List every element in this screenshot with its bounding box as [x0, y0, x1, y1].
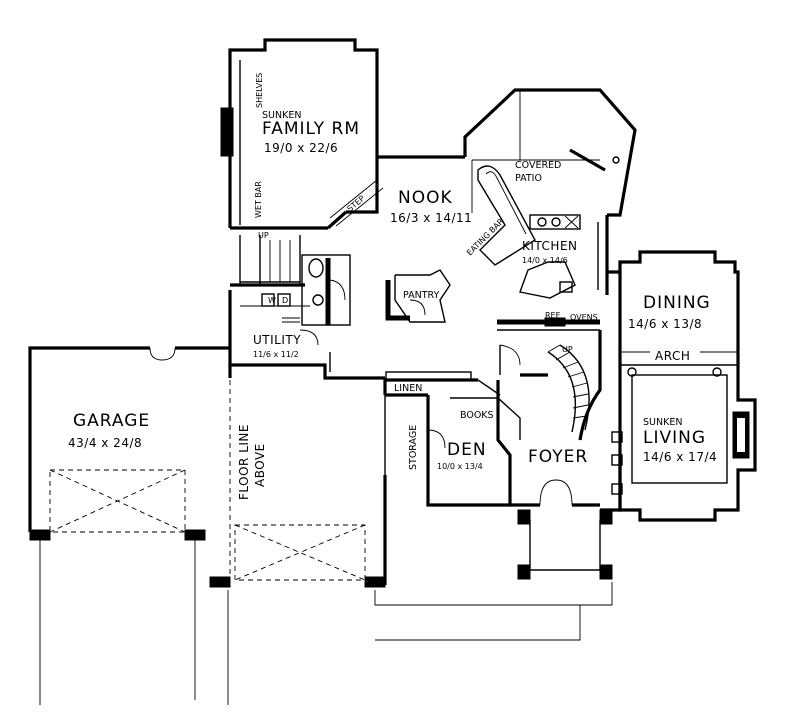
ovens-label: OVENS: [570, 313, 598, 322]
kitchen-title: KITCHEN: [522, 239, 578, 253]
storage-label: STORAGE: [408, 425, 419, 470]
toilet-icon: [308, 258, 324, 278]
eating-bar: [477, 165, 536, 266]
arch-label: ARCH: [655, 349, 690, 363]
left-stair-walls: [230, 226, 351, 326]
sink-icon: [529, 214, 581, 230]
living-title-2: LIVING: [643, 428, 706, 448]
living-walls: [611, 365, 757, 522]
nook-walls: [326, 210, 451, 323]
garage-walls: [28, 346, 387, 705]
floor-line-label-1: FLOOR LINE: [237, 424, 251, 500]
den-dims: 10/0 x 13/4: [437, 462, 483, 471]
books-label: BOOKS: [460, 410, 494, 421]
washer-label: W: [268, 296, 276, 305]
family-room-label: SUNKEN FAMILY RM 19/0 x 22/6: [262, 110, 360, 155]
dining-title: DINING: [643, 293, 711, 313]
foyer-walls: [374, 330, 623, 641]
linen-label: LINEN: [394, 383, 422, 394]
dryer-label: D: [282, 296, 288, 305]
pantry-label: PANTRY: [403, 290, 440, 301]
patio-light-icon: [612, 156, 620, 164]
up-label-left: UP: [258, 231, 269, 240]
living-title-1: SUNKEN: [643, 417, 682, 428]
fireplace-icon: [220, 107, 234, 157]
dining-walls: [607, 250, 740, 366]
family-room-title-1: SUNKEN: [262, 110, 301, 121]
floor-line-label-2: ABOVE: [253, 443, 267, 487]
garage-door-bay-1: [49, 469, 186, 533]
garage-title: GARAGE: [73, 411, 150, 431]
family-room-dims: 19/0 x 22/6: [264, 141, 338, 155]
ref-label: REF: [545, 311, 561, 320]
utility-dims: 11/6 x 11/2: [253, 350, 299, 359]
cooktop-icon: [559, 281, 573, 293]
patio-title-2: PATIO: [515, 173, 542, 184]
pantry-enclosure: [394, 269, 451, 323]
kitchen-island: [519, 261, 576, 299]
patio-walls: [463, 88, 637, 217]
utility-walls: [228, 290, 345, 380]
dining-dims: 14/6 x 13/8: [628, 317, 702, 331]
kitchen-walls: [497, 214, 609, 331]
patio-title-1: COVERED: [515, 160, 561, 171]
wet-bar-label: WET BAR: [254, 181, 263, 218]
bath-sink-icon: [312, 294, 324, 306]
foyer-title: FOYER: [528, 447, 588, 467]
kitchen-dims: 14/0 x 14/6: [522, 256, 568, 265]
nook-title: NOOK: [398, 188, 453, 208]
shelves-label: SHELVES: [255, 73, 264, 108]
nook-dims: 16/3 x 14/11: [390, 211, 472, 225]
garage-dims: 43/4 x 24/8: [68, 436, 142, 450]
den-title: DEN: [447, 440, 487, 460]
up-label-foyer: UP: [562, 345, 573, 354]
family-room-walls: [220, 38, 465, 228]
utility-title: UTILITY: [253, 333, 301, 347]
family-room-title-2: FAMILY RM: [262, 119, 360, 139]
living-dims: 14/6 x 17/4: [643, 450, 717, 464]
garage-door-bay-2: [234, 524, 366, 581]
living-area-rug: [631, 374, 728, 484]
den-walls: [384, 371, 521, 507]
